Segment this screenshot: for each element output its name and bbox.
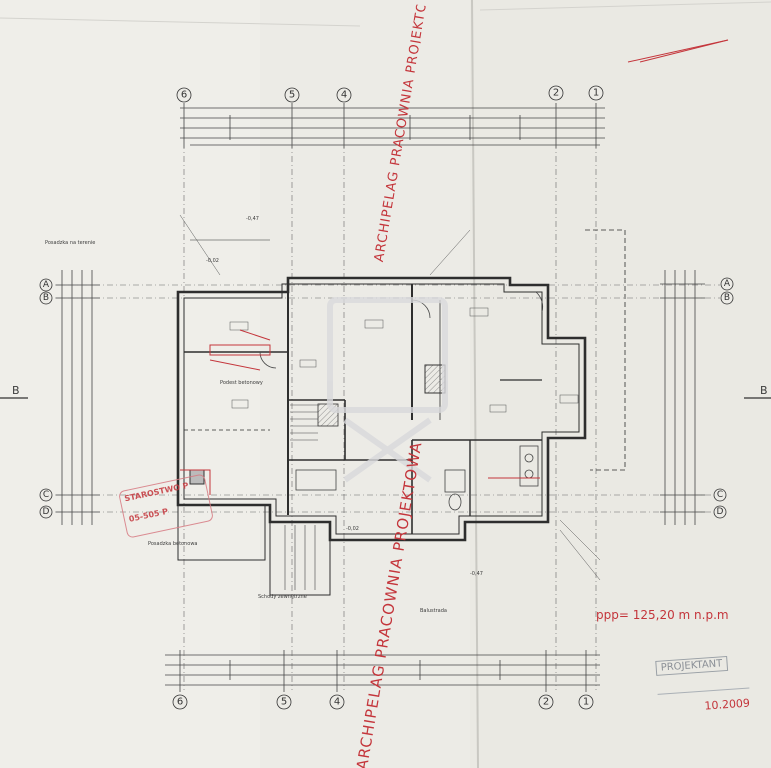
level-mark-3: -0,02 [346, 526, 359, 532]
axis-left-A [39, 278, 53, 292]
axis-top-5-label: 5 [289, 90, 295, 101]
axis-bottom-6 [172, 694, 188, 710]
axis-left-B [39, 291, 53, 305]
level-mark-4: -0,47 [470, 571, 483, 577]
section-marks: B B [0, 384, 771, 399]
axis-bottom-5-label: 5 [281, 697, 287, 708]
axis-left-A-label: A [43, 280, 50, 290]
axis-top-5 [284, 87, 300, 103]
axis-right-A [720, 277, 734, 291]
axis-top-6 [176, 87, 192, 103]
stairs [284, 404, 318, 590]
axis-right-B-label: B [724, 293, 730, 303]
level-mark-1: -0,47 [246, 216, 259, 222]
bedroom-note: Podest betonowy [220, 380, 263, 386]
axis-labels-bottom: 6 5 4 2 1 [177, 697, 589, 708]
axis-top-2 [548, 85, 564, 101]
designer-stamp-date: 10.2009 [704, 696, 751, 713]
pencil-marks [180, 39, 729, 495]
axis-bottom-1-label: 1 [583, 697, 589, 708]
axis-left-B-label: B [43, 293, 49, 303]
axis-bubbles-bottom [172, 694, 594, 710]
axis-labels-top: 6 5 4 2 1 [181, 88, 599, 101]
axis-top-1 [588, 85, 604, 101]
axis-right-D [713, 505, 727, 519]
axis-right-C [713, 488, 727, 502]
axis-bottom-4 [329, 694, 345, 710]
designer-stamp: PROJEKTANT 10.2009 [655, 648, 771, 720]
watermark-logo [327, 297, 448, 483]
building-walls [176, 229, 626, 596]
axis-right-B [720, 291, 734, 305]
axis-top-4 [336, 87, 352, 103]
axis-top-6-label: 6 [181, 90, 187, 101]
axis-right-A-label: A [724, 279, 731, 289]
county-stamp-line2: 05-505 P [128, 506, 169, 524]
axis-bottom-5 [276, 694, 292, 710]
axis-bubbles-top [176, 85, 604, 103]
axis-right-D-label: D [717, 507, 724, 517]
axis-right-C-label: C [717, 490, 723, 500]
axis-bottom-4-label: 4 [334, 697, 340, 708]
axis-bottom-1 [578, 694, 594, 710]
axis-top-2-label: 2 [553, 88, 559, 99]
wall-note: Posadzka na terenie [45, 240, 95, 246]
bottom-dimension-lines [165, 650, 600, 692]
top-dimension-lines [180, 103, 605, 148]
level-mark-2: -0,02 [206, 258, 219, 264]
designer-signature [656, 673, 750, 695]
designer-stamp-title: PROJEKTANT [655, 655, 728, 676]
axis-left-D [39, 505, 53, 519]
axis-bubbles-right [713, 277, 734, 519]
elevation-note: ppp= 125,20 m n.p.m [596, 608, 729, 622]
axis-left-D-label: D [43, 507, 50, 517]
axis-bottom-2 [538, 694, 554, 710]
room-annotations [179, 214, 601, 581]
chimney-and-columns [189, 364, 446, 485]
slab-note: Posadzka betonowa [148, 541, 197, 547]
stairs-note: Schody zewnętrzne [258, 594, 307, 600]
axis-labels-left: A B C D [43, 280, 50, 517]
axis-top-1-label: 1 [593, 88, 599, 99]
section-mark-left: B [12, 384, 20, 397]
axis-bottom-2-label: 2 [543, 697, 549, 708]
axis-top-4-label: 4 [341, 90, 347, 101]
side-dimension-lines [56, 270, 705, 525]
section-mark-right: B [760, 384, 768, 397]
axis-bottom-6-label: 6 [177, 697, 183, 708]
axis-left-C [39, 488, 53, 502]
axis-bubbles-left [39, 278, 53, 519]
axis-left-C-label: C [43, 490, 49, 500]
plan-labels: Posadzka na terenie Posadzka betonowa Po… [45, 216, 483, 614]
axis-labels-right: A B C D [717, 279, 731, 517]
railing-note: Balustrada [420, 608, 447, 614]
